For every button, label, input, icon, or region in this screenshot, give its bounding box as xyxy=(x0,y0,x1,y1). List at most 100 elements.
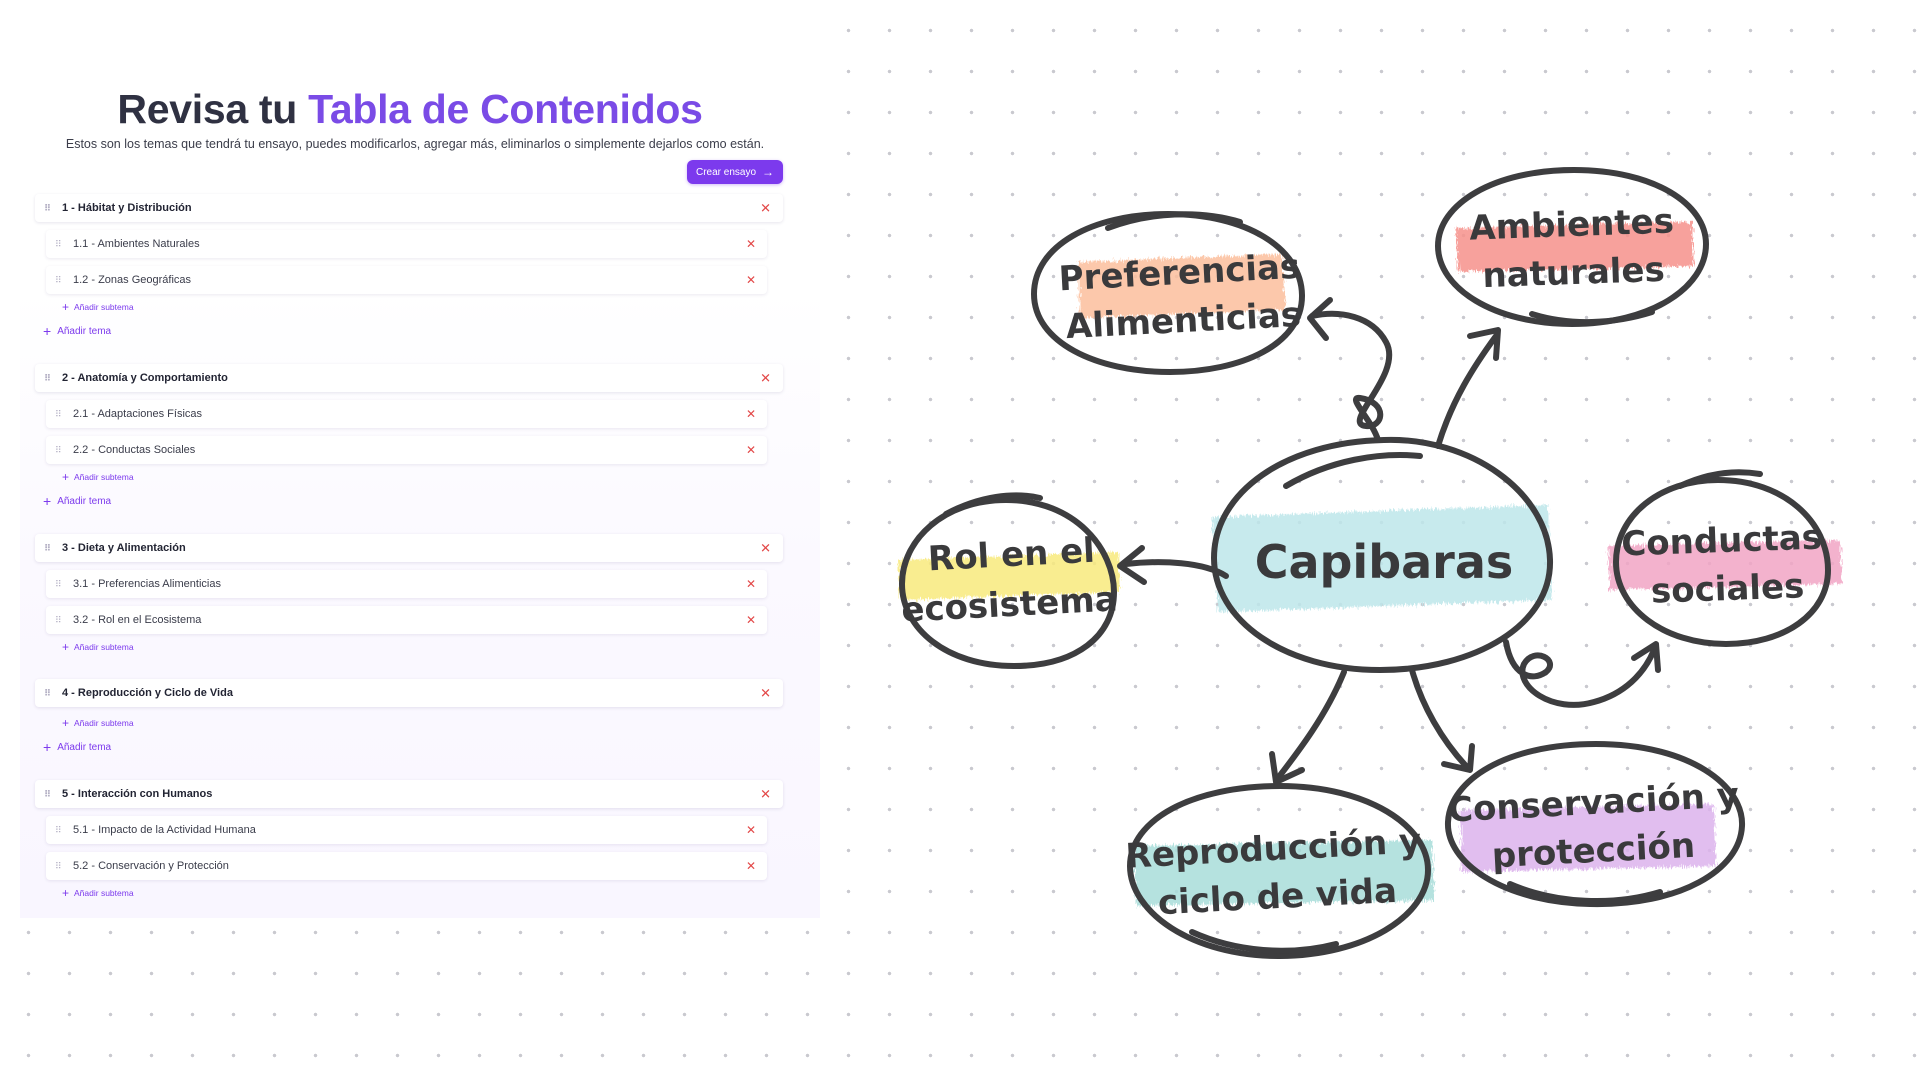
plus-icon: + xyxy=(62,886,70,900)
toc-list: ⠿1 - Hábitat y Distribución✕ ⠿1.1 - Ambie… xyxy=(35,194,795,901)
delete-subtopic-icon[interactable]: ✕ xyxy=(745,859,756,873)
add-subtopic-button[interactable]: + Añadir subtema xyxy=(62,715,795,731)
arrow-right-icon: → xyxy=(762,165,775,179)
plus-icon: + xyxy=(43,739,52,755)
bubble-center xyxy=(1211,436,1554,673)
title-accent: Tabla de Contenidos xyxy=(308,86,703,132)
bubble-center-inner xyxy=(1283,452,1423,489)
node-conductas-line1: Conductas xyxy=(1621,518,1823,565)
subtopic-row[interactable]: ⠿1.1 - Ambientes Naturales✕ xyxy=(46,230,767,258)
delete-topic-icon[interactable]: ✕ xyxy=(760,200,771,216)
topic-row[interactable]: ⠿3 - Dieta y Alimentación✕ xyxy=(35,534,783,562)
drag-handle-icon[interactable]: ⠿ xyxy=(55,614,62,625)
add-topic-label: Añadir tema xyxy=(57,741,112,753)
delete-topic-icon[interactable]: ✕ xyxy=(760,370,771,386)
topic-row[interactable]: ⠿4 - Reproducción y Ciclo de Vida✕ xyxy=(35,679,783,707)
arrowhead-conservacion xyxy=(1441,743,1475,773)
drag-handle-icon[interactable]: ⠿ xyxy=(44,372,51,383)
topic-row[interactable]: ⠿ 5 - Interacción con Humanos ✕ xyxy=(35,780,783,808)
node-conductas-line2: sociales xyxy=(1650,566,1805,611)
subtopic-row[interactable]: ⠿ 2.2 - Conductas Sociales ✕ xyxy=(46,436,767,464)
subtopic-row[interactable]: ⠿5.1 - Impacto de la Actividad Humana✕ xyxy=(46,816,767,844)
delete-subtopic-icon[interactable]: ✕ xyxy=(745,443,756,457)
add-subtopic-label: Añadir subtema xyxy=(74,642,134,652)
plus-icon: + xyxy=(62,716,70,730)
drag-handle-icon[interactable]: ⠿ xyxy=(55,408,62,419)
subtopic-row[interactable]: ⠿ 2.1 - Adaptaciones Físicas ✕ xyxy=(46,400,767,428)
add-topic-button[interactable]: +Añadir tema xyxy=(43,492,795,510)
subtopic-title: 5.2 - Conservación y Protección xyxy=(73,860,229,872)
topic-title: 2 - Anatomía y Comportamiento xyxy=(62,372,228,384)
add-topic-button[interactable]: + Añadir tema xyxy=(43,738,795,756)
subtopic-title: 1.2 - Zonas Geográficas xyxy=(73,274,192,286)
drag-handle-icon[interactable]: ⠿ xyxy=(55,238,62,249)
page-subtitle: Estos son los temas que tendrá tu ensayo… xyxy=(65,137,765,151)
drag-handle-icon[interactable]: ⠿ xyxy=(44,788,51,799)
delete-subtopic-icon[interactable]: ✕ xyxy=(745,577,756,591)
node-center-label: Capibaras xyxy=(1255,535,1514,589)
add-subtopic-button[interactable]: + Añadir subtema xyxy=(62,299,795,315)
bubble-rol xyxy=(899,497,1117,669)
brush-conductas xyxy=(1608,540,1842,590)
add-topic-button[interactable]: +Añadir tema xyxy=(43,322,795,340)
bubble-preferencias-inner xyxy=(1105,211,1243,231)
delete-subtopic-icon[interactable]: ✕ xyxy=(745,823,756,837)
toc-section: ⠿4 - Reproducción y Ciclo de Vida✕ + Añadi… xyxy=(35,679,795,756)
subtopic-row[interactable]: ⠿ 1.2 - Zonas Geográficas ✕ xyxy=(46,266,767,294)
delete-topic-icon[interactable]: ✕ xyxy=(760,540,771,556)
drag-handle-icon[interactable]: ⠿ xyxy=(44,202,51,213)
subtopic-row[interactable]: ⠿3.2 - Rol en el Ecosistema✕ xyxy=(46,606,767,634)
delete-topic-icon[interactable]: ✕ xyxy=(760,786,771,802)
drag-handle-icon[interactable]: ⠿ xyxy=(55,860,62,871)
add-subtopic-button[interactable]: +Añadir subtema xyxy=(62,885,795,901)
bubble-rol-inner xyxy=(943,492,1043,517)
bubble-reproduccion-inner xyxy=(1189,929,1339,954)
connector-rol xyxy=(1123,559,1229,579)
delete-subtopic-icon[interactable]: ✕ xyxy=(745,613,756,627)
toc-section: ⠿1 - Hábitat y Distribución✕ ⠿1.1 - Ambie… xyxy=(35,194,795,340)
plus-icon: + xyxy=(62,470,70,484)
toc-section: ⠿5 - Interacción con Humanos✕⠿5.1 - Impa… xyxy=(35,780,795,901)
topic-title: 5 - Interacción con Humanos xyxy=(62,788,213,800)
delete-subtopic-icon[interactable]: ✕ xyxy=(745,273,756,287)
add-subtopic-button[interactable]: +Añadir subtema xyxy=(62,469,795,485)
brush-preferencias xyxy=(1078,254,1286,318)
connector-conductas xyxy=(1503,639,1657,708)
brush-center xyxy=(1212,505,1552,612)
connector-preferencias xyxy=(1309,310,1393,443)
drag-handle-icon[interactable]: ⠿ xyxy=(55,274,62,285)
subtopic-title: 2.1 - Adaptaciones Físicas xyxy=(73,408,203,420)
bubble-conservacion xyxy=(1444,741,1746,908)
topic-row[interactable]: ⠿ 2 - Anatomía y Comportamiento ✕ xyxy=(35,364,783,392)
node-ambientes-line1: Ambientes xyxy=(1469,201,1675,248)
drag-handle-icon[interactable]: ⠿ xyxy=(55,578,62,589)
arrowhead-rol xyxy=(1117,545,1147,585)
add-subtopic-label: Añadir subtema xyxy=(74,718,134,728)
subtopic-title: 2.2 - Conductas Sociales xyxy=(73,444,196,456)
add-subtopic-label: Añadir subtema xyxy=(74,302,134,312)
topic-row[interactable]: ⠿1 - Hábitat y Distribución✕ xyxy=(35,194,783,222)
bubble-conservacion-inner xyxy=(1507,881,1663,904)
toc-panel: Revisa tu Tabla de Contenidos Estos son … xyxy=(20,18,820,918)
add-subtopic-button[interactable]: + Añadir subtema xyxy=(62,639,795,655)
drag-handle-icon[interactable]: ⠿ xyxy=(44,687,51,698)
plus-icon: + xyxy=(62,300,70,314)
drag-handle-icon[interactable]: ⠿ xyxy=(55,824,62,835)
drag-handle-icon[interactable]: ⠿ xyxy=(55,444,62,455)
plus-icon: + xyxy=(62,640,70,654)
subtopic-row[interactable]: ⠿ 5.2 - Conservación y Protección ✕ xyxy=(46,852,767,880)
drag-handle-icon[interactable]: ⠿ xyxy=(44,542,51,553)
delete-subtopic-icon[interactable]: ✕ xyxy=(745,407,756,421)
delete-topic-icon[interactable]: ✕ xyxy=(760,685,771,701)
toc-section: ⠿ 2 - Anatomía y Comportamiento ✕ ⠿ 2.1 - Ad… xyxy=(35,364,795,510)
arrowhead-reproduccion xyxy=(1269,751,1305,785)
bubble-ambientes-inner xyxy=(1529,309,1655,325)
create-essay-label: Crear ensayo xyxy=(695,166,757,178)
arrowhead-ambientes xyxy=(1467,327,1501,361)
brush-rol xyxy=(898,552,1120,600)
delete-subtopic-icon[interactable]: ✕ xyxy=(745,237,756,251)
subtopic-row[interactable]: ⠿3.1 - Preferencias Alimenticias✕ xyxy=(46,570,767,598)
node-ambientes-line2: naturales xyxy=(1482,250,1666,296)
create-essay-button[interactable]: Crear ensayo → xyxy=(687,160,783,184)
